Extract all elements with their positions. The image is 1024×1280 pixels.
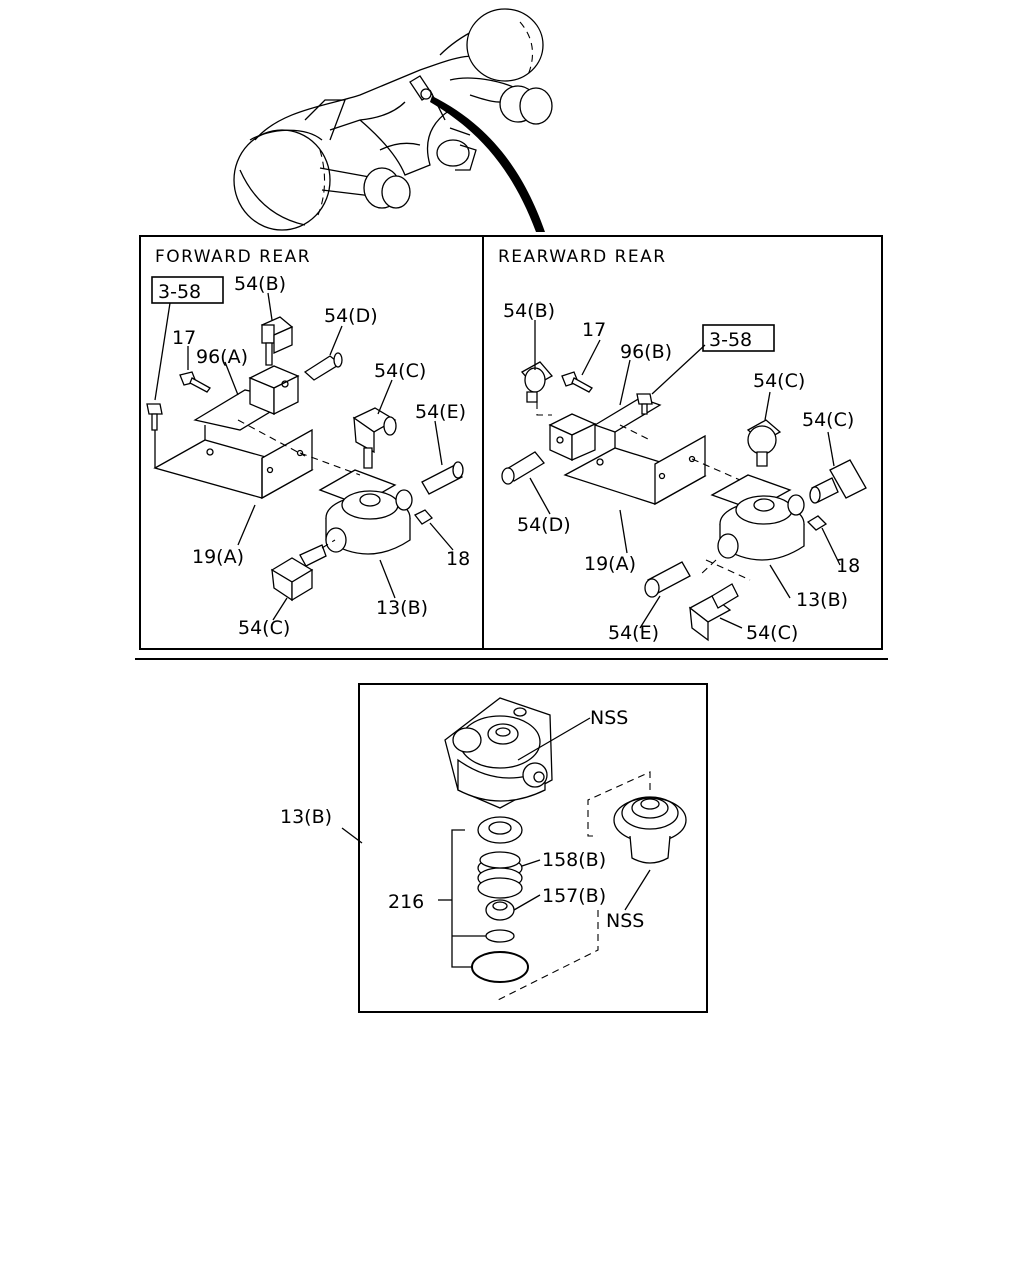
rearward-rear-panel-frame xyxy=(482,235,883,650)
rearward-label-54b: 54(B) xyxy=(503,300,555,322)
rearward-rear-title: REARWARD REAR xyxy=(498,247,667,267)
detail-label-nss-bottom: NSS xyxy=(606,910,644,932)
forward-label-54e: 54(E) xyxy=(415,401,466,423)
detail-label-158b: 158(B) xyxy=(542,849,606,871)
rearward-label-54c-right: 54(C) xyxy=(802,409,854,431)
forward-label-96a: 96(A) xyxy=(196,346,248,368)
forward-label-54c-bottom: 54(C) xyxy=(238,617,290,639)
forward-label-18: 18 xyxy=(446,548,470,570)
valve-detail: NSS 13(B) 158(B) 157(B) 216 NSS xyxy=(280,683,708,1013)
rearward-label-18: 18 xyxy=(836,555,860,577)
valve-detail-frame xyxy=(358,683,708,1013)
forward-ref-box-label: 3-58 xyxy=(158,281,201,303)
rearward-label-13b: 13(B) xyxy=(796,589,848,611)
axle-overview xyxy=(233,8,553,232)
rearward-ref-box xyxy=(702,324,775,352)
rearward-ref-box-label: 3-58 xyxy=(709,329,752,351)
detail-label-nss-top: NSS xyxy=(590,707,628,729)
rearward-label-19a: 19(A) xyxy=(584,553,636,575)
forward-rear-panel: FORWARD REAR 3-58 xyxy=(146,247,470,639)
rearward-label-96b: 96(B) xyxy=(620,341,672,363)
detail-label-13b: 13(B) xyxy=(280,806,332,828)
forward-rear-title: FORWARD REAR xyxy=(155,247,311,267)
forward-label-54b: 54(B) xyxy=(234,273,286,295)
rearward-label-54e: 54(E) xyxy=(608,622,659,644)
forward-label-19a: 19(A) xyxy=(192,546,244,568)
detail-label-216: 216 xyxy=(388,891,424,913)
forward-ref-box xyxy=(151,276,224,304)
forward-label-17: 17 xyxy=(172,327,196,349)
rearward-rear-panel: REARWARD REAR 3-58 xyxy=(498,247,867,644)
forward-label-54c-top: 54(C) xyxy=(374,360,426,382)
rearward-label-17: 17 xyxy=(582,319,606,341)
rearward-label-54c-top: 54(C) xyxy=(753,370,805,392)
detail-label-157b: 157(B) xyxy=(542,885,606,907)
forward-label-54d: 54(D) xyxy=(324,305,378,327)
rearward-label-54d: 54(D) xyxy=(517,514,571,536)
rearward-label-54c-bottom: 54(C) xyxy=(746,622,798,644)
forward-label-13b: 13(B) xyxy=(376,597,428,619)
